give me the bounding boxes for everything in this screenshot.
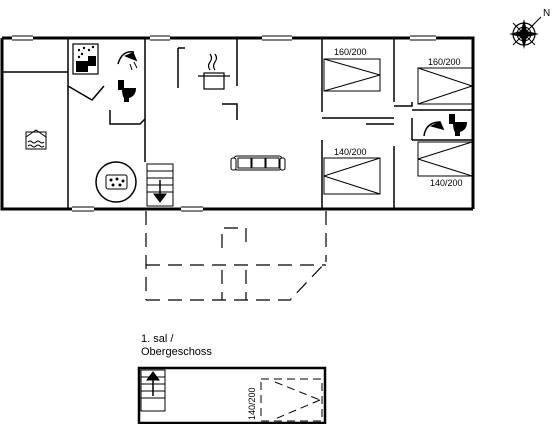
stairs-up-icon bbox=[140, 369, 166, 412]
bed-label-4: 140/200 bbox=[430, 178, 463, 188]
shower-icon bbox=[117, 51, 138, 71]
stairs-down-icon bbox=[146, 163, 174, 207]
shower-icon-2 bbox=[423, 120, 445, 137]
upper-floor-walls bbox=[137, 366, 327, 424]
compass-rose-icon bbox=[509, 16, 542, 49]
sauna-icon bbox=[72, 43, 99, 75]
bed-label-3: 140/200 bbox=[334, 147, 367, 157]
terrace-outline bbox=[145, 211, 327, 301]
bed-4 bbox=[417, 141, 473, 177]
upper-floor-title-line2: Obergeschoss bbox=[141, 346, 212, 358]
bed-3 bbox=[323, 157, 381, 195]
sofa-icon bbox=[230, 155, 286, 171]
stove-pot-icon bbox=[198, 53, 230, 90]
upper-bed bbox=[260, 378, 323, 422]
toilet-icon bbox=[118, 80, 136, 102]
bed-label-1: 160/200 bbox=[334, 47, 367, 57]
bed-label-2: 160/200 bbox=[428, 57, 461, 67]
north-label: N bbox=[543, 8, 550, 19]
hot-tub-icon bbox=[95, 161, 137, 203]
pool-icon bbox=[25, 129, 47, 150]
bed-2 bbox=[417, 67, 473, 105]
upper-floor-title-line1: 1. sal / bbox=[141, 333, 174, 345]
upper-bed-label: 140/200 bbox=[247, 387, 257, 420]
bed-1 bbox=[323, 58, 381, 92]
interior-walls bbox=[2, 38, 473, 209]
toilet-icon-2 bbox=[449, 114, 467, 136]
